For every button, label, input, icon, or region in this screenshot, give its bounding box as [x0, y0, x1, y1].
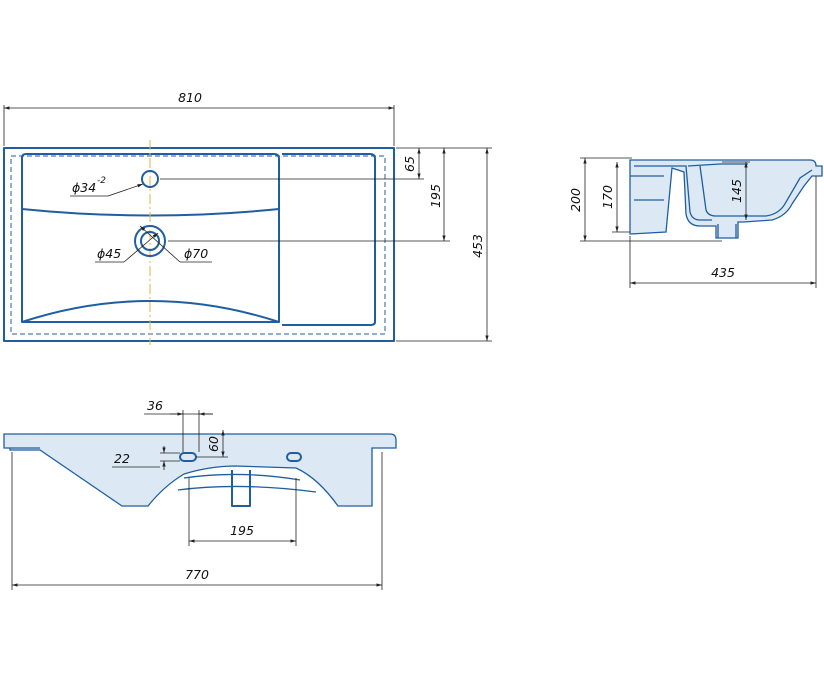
- dim-36: 36: [147, 398, 163, 413]
- dim-phi45: ϕ45: [97, 246, 121, 261]
- front-body: [3, 433, 397, 507]
- dim-65: 65: [402, 156, 417, 172]
- dim-200: 200: [568, 188, 583, 212]
- dim-770: 770: [185, 567, 209, 582]
- dim-60: 60: [206, 436, 221, 452]
- dim-front-195: 195: [230, 523, 254, 538]
- dim-170: 170: [600, 185, 615, 209]
- dim-810: 810: [178, 90, 202, 105]
- drain-inner-circle: [140, 231, 160, 251]
- dim-435: 435: [711, 265, 735, 280]
- tap-hole: [141, 170, 159, 188]
- top-outline: [3, 147, 395, 342]
- bowl-front-curve: [21, 300, 280, 323]
- right-slot: [286, 452, 302, 462]
- dim-453: 453: [470, 234, 485, 258]
- right-deck: [282, 153, 376, 326]
- dim-145: 145: [729, 179, 744, 203]
- dim-phi34-tol: -2: [97, 176, 106, 186]
- dim-22: 22: [114, 451, 130, 466]
- top-view: 810 453 195 65 ϕ34 -2 ϕ45 ϕ70: [3, 90, 492, 345]
- dim-top-195: 195: [428, 184, 443, 208]
- drain-outer-circle: [134, 225, 166, 257]
- dim-phi70: ϕ70: [184, 246, 208, 261]
- section-body: [629, 159, 823, 239]
- front-view: 36 22 60 195 770: [3, 398, 397, 590]
- top-dashed-edge: [10, 155, 386, 335]
- drain-neck: [231, 470, 251, 507]
- dim-phi34: ϕ34: [72, 180, 96, 195]
- side-section-view: 200 170 145 435: [568, 157, 823, 288]
